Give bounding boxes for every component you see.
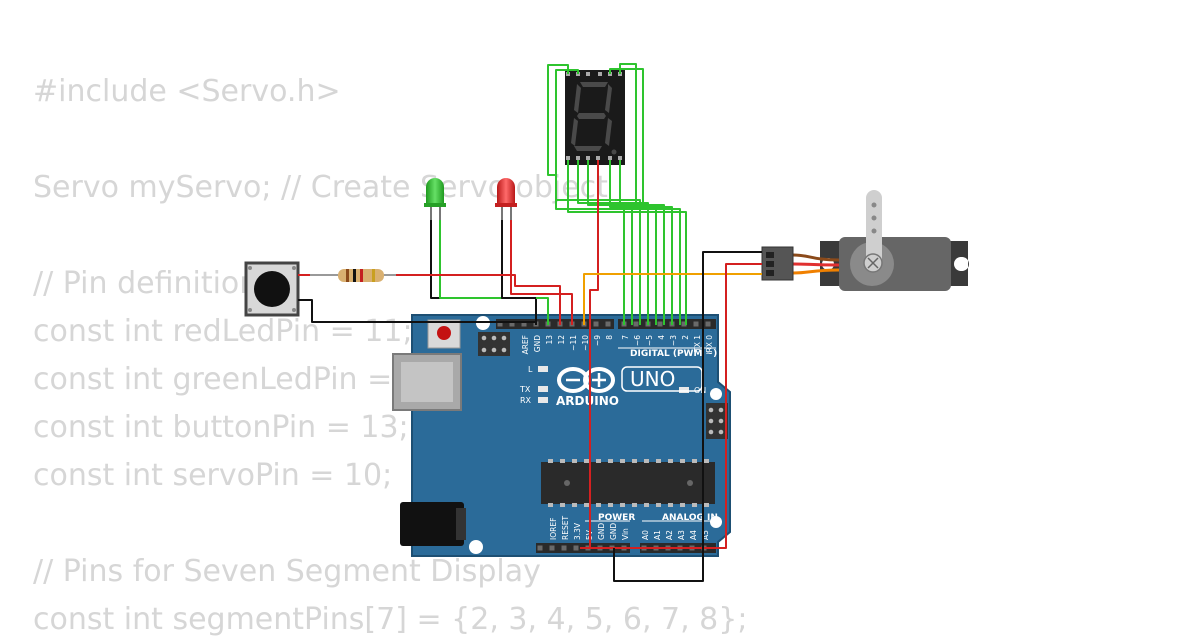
seven-segment-digit: [571, 82, 617, 155]
seven-segment-display: [565, 70, 625, 165]
pin-label: A1: [653, 530, 662, 540]
servo-horn: [866, 190, 882, 264]
pin-label: 2: [681, 335, 690, 340]
header-pin[interactable]: [561, 545, 567, 551]
pin-label: GND: [597, 523, 606, 540]
code-line: // Pins for Seven Segment Display: [33, 554, 541, 589]
pin-label: GND: [609, 523, 618, 540]
model-label: UNO: [630, 367, 675, 391]
pin-label: AREF: [521, 335, 530, 354]
usb-connector-inner: [401, 362, 453, 402]
pin-label: A3: [677, 530, 686, 540]
pin-label: 13: [545, 335, 554, 345]
header-pin[interactable]: [593, 321, 599, 327]
digital-header-left: [496, 319, 614, 329]
header-pin[interactable]: [573, 545, 579, 551]
pin-label: 4: [657, 335, 666, 340]
svg-text:RX: RX: [520, 396, 532, 405]
header-pin[interactable]: [633, 321, 639, 327]
onboard-led-l: L: [528, 365, 548, 374]
header-pin[interactable]: [657, 321, 663, 327]
pin-label: 8: [605, 335, 614, 340]
push-button[interactable]: [244, 261, 300, 317]
pin-label: 12: [557, 335, 566, 345]
header-pin[interactable]: [509, 321, 515, 327]
pin-label: ~5: [645, 335, 654, 346]
pin-label: GND: [533, 335, 542, 352]
header-pin[interactable]: [549, 545, 555, 551]
header-pin[interactable]: [705, 321, 711, 327]
pin-label: 7: [621, 335, 630, 340]
red-led: [495, 178, 517, 220]
dc-power-jack: [400, 502, 464, 546]
pin-label: ~9: [593, 335, 602, 346]
pin-label: Vin: [621, 528, 630, 540]
header-pin[interactable]: [521, 321, 527, 327]
onboard-led-tx: TX: [519, 385, 548, 394]
servo-motor: [761, 190, 969, 291]
header-pin[interactable]: [693, 321, 699, 327]
digital-header-label: DIGITAL (PWM ~): [630, 349, 717, 359]
code-line: #include <Servo.h>: [33, 74, 341, 109]
pin-label: ~6: [633, 335, 642, 346]
green-led: [424, 178, 446, 220]
atmega-chip: [541, 459, 715, 507]
mounting-hole: [710, 388, 722, 400]
digital-header-right: [618, 319, 716, 329]
mounting-hole: [710, 516, 722, 528]
brand-label: ARDUINO: [556, 394, 619, 408]
header-pin[interactable]: [605, 321, 611, 327]
icsp-header-top: [478, 332, 510, 356]
pin-label: IOREF: [549, 518, 558, 540]
pin-label: A2: [665, 530, 674, 540]
mounting-hole: [469, 540, 483, 554]
code-line: const int servoPin = 10;: [33, 458, 393, 493]
pin-label: 3.3V: [573, 522, 582, 540]
arduino-infinity-logo: [557, 367, 615, 393]
pin-label: RX 0: [705, 335, 714, 353]
code-line: const int redLedPin = 11;: [33, 314, 413, 349]
pin-label: ~10: [581, 335, 590, 351]
header-pin[interactable]: [537, 545, 543, 551]
pin-label: A0: [641, 530, 650, 540]
pin-label: TX 1: [693, 335, 702, 353]
onboard-led-rx: RX: [520, 396, 548, 405]
pin-label: A4: [689, 530, 698, 540]
svg-text:TX: TX: [519, 385, 531, 394]
pin-label: ~3: [669, 335, 678, 346]
power-label: POWER: [598, 513, 635, 523]
svg-text:L: L: [528, 365, 533, 374]
analog-label: ANALOG IN: [662, 513, 718, 523]
pin-label: A5: [701, 530, 710, 540]
servo-connector: [761, 246, 794, 281]
pin-label: ~11: [569, 335, 578, 351]
wires: [298, 63, 762, 582]
header-pin[interactable]: [681, 321, 687, 327]
resistor: [298, 269, 396, 282]
pin-label: RESET: [561, 516, 570, 540]
code-line: const int buttonPin = 13;: [33, 410, 409, 445]
header-pin[interactable]: [497, 321, 503, 327]
icsp-header-right: [706, 403, 728, 439]
